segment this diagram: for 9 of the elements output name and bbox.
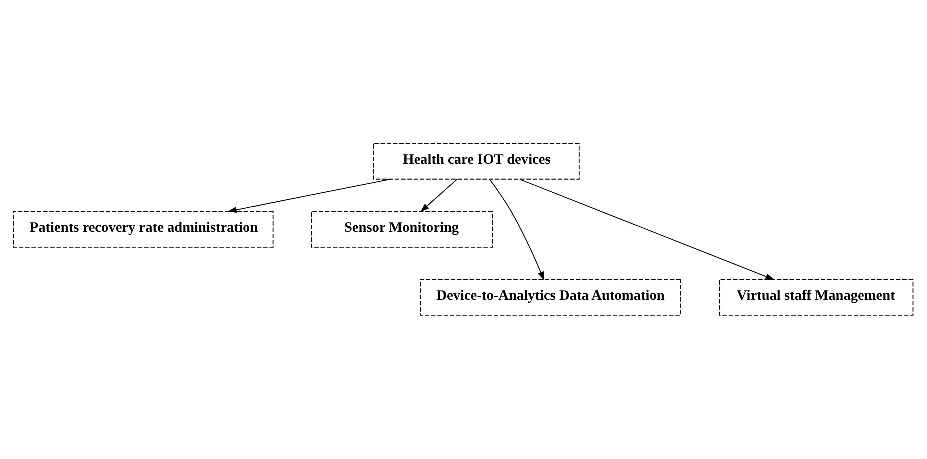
node-box: Virtual staff Management xyxy=(719,279,914,316)
node-box: Device-to-Analytics Data Automation xyxy=(420,279,682,316)
node-box: Patients recovery rate administration xyxy=(13,211,274,248)
arrow xyxy=(519,179,775,280)
node-box: Sensor Monitoring xyxy=(311,211,494,248)
arrow xyxy=(228,178,392,214)
node-box: Health care IOT devices xyxy=(373,143,580,180)
arrow xyxy=(489,178,544,281)
arrow xyxy=(420,178,458,212)
